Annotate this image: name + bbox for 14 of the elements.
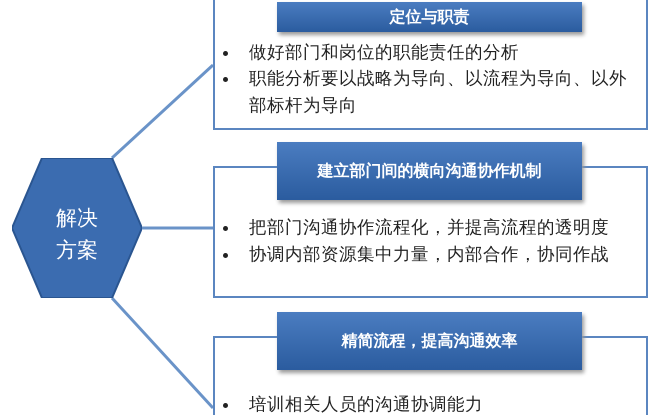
connector-line bbox=[110, 64, 214, 160]
heading-banner: 定位与职责 bbox=[277, 2, 582, 32]
heading-banner: 建立部门间的横向沟通协作机制 bbox=[277, 142, 582, 200]
hexagon-shape bbox=[12, 158, 142, 298]
heading-banner: 精简流程，提高沟通效率 bbox=[277, 312, 582, 370]
bullet-item: 做好部门和岗位的职能责任的分析 bbox=[249, 40, 633, 67]
connector-line bbox=[142, 226, 213, 230]
bullet-item: 协调内部资源集中力量，内部合作，协同作战 bbox=[249, 242, 633, 269]
bullet-item: 把部门沟通协作流程化，并提高流程的透明度 bbox=[249, 215, 633, 242]
content-box bbox=[213, 0, 648, 130]
connector-line bbox=[110, 296, 214, 410]
hexagon-label: 解决方案 bbox=[55, 205, 99, 264]
bullet-item: 职能分析要以战略为导向、以流程为导向、以外部标杆为导向 bbox=[249, 66, 633, 120]
bullet-item: 培训相关人员的沟通协调能力 bbox=[249, 392, 633, 415]
